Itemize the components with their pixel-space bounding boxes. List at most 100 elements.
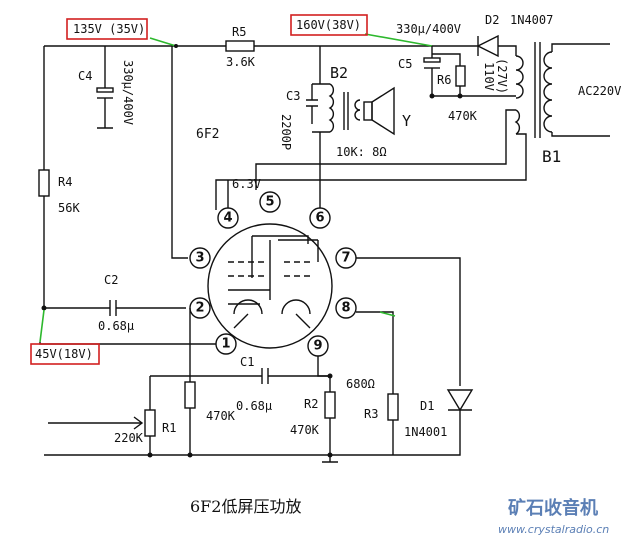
v135-label: 135V (35V) (73, 22, 145, 36)
c3-value: 2200P (279, 114, 293, 150)
tube-plate-triode (251, 235, 309, 278)
node-r6-bottom (457, 93, 463, 99)
c4-lead-bottom (97, 98, 113, 129)
watermark-url: www.crystalradio.cn (498, 523, 609, 536)
speaker-impedance: 10K: 8Ω (336, 145, 387, 159)
node-135 (174, 44, 178, 48)
v45-box (30, 343, 100, 365)
r4-body (38, 169, 50, 197)
tube-pin-9-label: 9 (313, 339, 322, 354)
c1-value: 0.68μ (236, 399, 272, 413)
b2-core (343, 92, 349, 130)
b1-sec-upper-coil (515, 55, 524, 99)
c2-value: 0.68μ (98, 319, 134, 333)
wire-top-green-left (149, 37, 177, 47)
b1-name: B1 (542, 147, 561, 166)
heater-voltage: 6.3V (232, 177, 261, 191)
tube-pin-3-label: 3 (195, 251, 204, 266)
tube-pin-8 (335, 297, 357, 319)
c5-name: C5 (398, 57, 412, 71)
wire-ac-bottom (551, 132, 610, 137)
watermark-brand: 矿石收音机 (508, 497, 598, 519)
wire-b1-heater-b (215, 133, 527, 210)
r1-wiper (48, 416, 144, 430)
tube-envelope (207, 223, 333, 349)
c2-name: C2 (104, 273, 118, 287)
c4-name: C4 (78, 69, 92, 83)
d2-part: 1N4007 (510, 13, 553, 27)
wire-pin8-green (379, 311, 396, 317)
tube-pin-4-label: 4 (223, 211, 232, 226)
wire-ac-top (551, 43, 610, 52)
r5-name: R5 (232, 25, 246, 39)
wire-pin7-d1 (356, 257, 461, 386)
wire-pin8-r3 (356, 311, 394, 394)
wire-c1 (150, 368, 330, 384)
r5-value: 3.6K (226, 55, 256, 69)
tube-cathode-left (233, 299, 263, 315)
b2-secondary-coil (354, 99, 361, 121)
node-c5-bottom (429, 93, 435, 99)
r3-name: R3 (364, 407, 378, 421)
wire-b1-heater-a (255, 109, 516, 190)
rx-value: 470K (206, 409, 236, 423)
r1-value: 220K (114, 431, 144, 445)
tube-pin-5-label: 5 (265, 195, 274, 210)
tube-name: 6F2 (196, 127, 219, 142)
tube-pin-6-label: 6 (315, 211, 324, 226)
tube-pin-7-label: 7 (341, 251, 350, 266)
b2-primary-coil (328, 83, 335, 133)
wire-top-green-right (364, 33, 433, 47)
b1-primary-coil (543, 51, 553, 133)
r6-body (455, 65, 466, 87)
r6-lead-top (432, 53, 461, 66)
c4-plate-top (96, 87, 114, 93)
r2-value: 470K (290, 423, 320, 437)
b1-primary: AC220V (578, 84, 621, 98)
d1-part: 1N4001 (404, 425, 447, 439)
speaker-cone (371, 86, 395, 136)
d1-name: D1 (420, 399, 434, 413)
c4-value: 330μ/400V (121, 60, 135, 125)
c3-left-leg (306, 84, 318, 124)
d2-body (476, 34, 499, 58)
tube-cathode-right (281, 299, 311, 315)
b1-sec-lower-coil (514, 109, 521, 135)
r6-name: R6 (437, 73, 451, 87)
b2-name: B2 (330, 64, 348, 82)
r4-name: R4 (58, 175, 72, 189)
v160-box (290, 14, 368, 36)
b1-secondary-2: (27V) (495, 58, 509, 94)
r3-body (387, 393, 399, 421)
r2-body (324, 391, 336, 419)
tube-pin-3 (189, 247, 211, 269)
wire-45v-green (39, 309, 45, 343)
b2-bottom-bar (312, 131, 330, 148)
wire-135-to-pin3 (171, 46, 188, 259)
tube-internal-lead (228, 289, 270, 305)
d2-name: D2 (485, 13, 499, 27)
r6-value: 470K (448, 109, 478, 123)
c3-name: C3 (286, 89, 300, 103)
rx-body (184, 381, 196, 409)
c1-name: C1 (240, 355, 254, 369)
node-r1-gnd (147, 452, 153, 458)
c5-value: 330μ/400V (396, 22, 461, 36)
r3-value: 680Ω (346, 377, 375, 391)
tube-pin-8-label: 8 (341, 301, 350, 316)
d1-body (446, 389, 474, 412)
r1-name: R1 (162, 421, 176, 435)
tube-pin-1-label: 1 (221, 337, 230, 352)
tube-heater (233, 313, 311, 329)
node-rx-gnd (187, 452, 193, 458)
r2-name: R2 (304, 397, 318, 411)
diagram-title: 6F2低屏压功放 (190, 497, 301, 516)
v160-label: 160V(38V) (296, 18, 361, 32)
r1-body (144, 409, 156, 437)
c5-plate-top (423, 57, 441, 63)
r5-body (225, 40, 255, 52)
r4-value: 56K (58, 201, 80, 215)
tube-pin-5 (259, 191, 281, 213)
v135-box (66, 18, 148, 40)
